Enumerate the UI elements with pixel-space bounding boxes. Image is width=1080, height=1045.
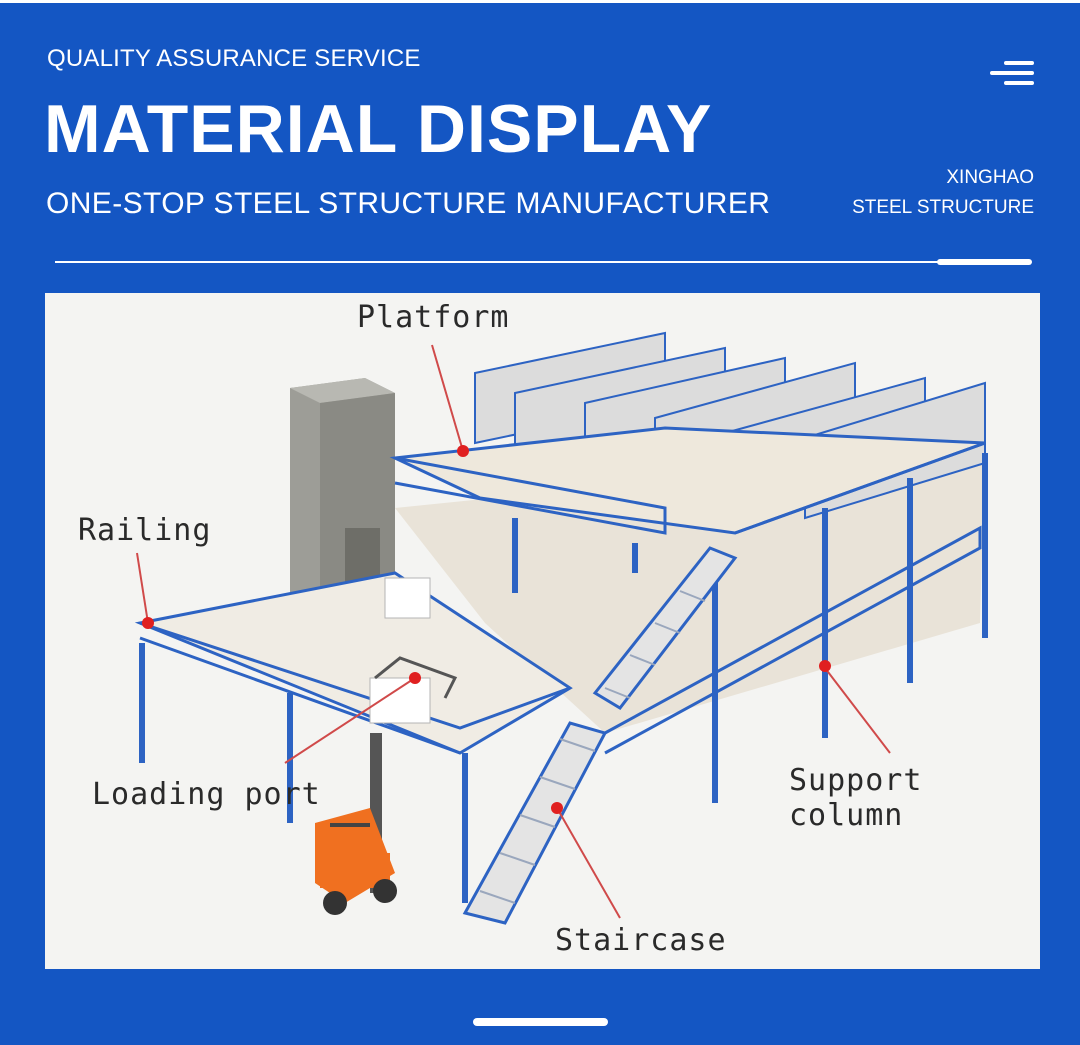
hamburger-menu-icon[interactable]	[990, 61, 1034, 87]
mezzanine-diagram: Platform Railing Loading port Support co…	[45, 293, 1040, 969]
label-support-column: Support column	[789, 763, 923, 833]
eyebrow-text: QUALITY ASSURANCE SERVICE	[47, 45, 421, 72]
pagination-indicator[interactable]	[473, 1018, 608, 1026]
brand-block: XINGHAO STEEL STRUCTURE	[852, 163, 1034, 223]
label-platform: Platform	[357, 300, 510, 335]
divider-accent	[937, 259, 1032, 265]
label-staircase: Staircase	[555, 923, 727, 958]
mezzanine-illustration	[134, 331, 988, 925]
brand-name: XINGHAO	[946, 167, 1034, 188]
page-title: MATERIAL DISPLAY	[44, 91, 713, 167]
label-railing: Railing	[78, 513, 212, 548]
header-divider	[55, 261, 1031, 263]
page-subtitle: ONE-STOP STEEL STRUCTURE MANUFACTURER	[46, 187, 771, 220]
label-loading-port: Loading port	[92, 777, 321, 812]
brand-tagline: STEEL STRUCTURE	[852, 197, 1034, 218]
